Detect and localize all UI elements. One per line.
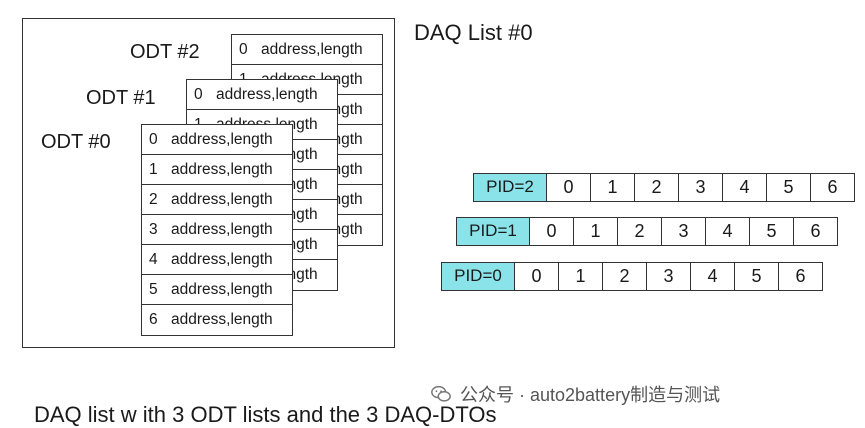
odt-0-label: ODT #0 bbox=[41, 131, 111, 153]
caption: DAQ list w ith 3 ODT lists and the 3 DAQ… bbox=[34, 402, 497, 427]
dto-cell: 3 bbox=[678, 174, 722, 201]
watermark: 公众号 · auto2battery制造与测试 bbox=[430, 381, 720, 407]
dto-cell: 4 bbox=[690, 263, 734, 290]
odt-1-label: ODT #1 bbox=[86, 87, 156, 109]
dto-cell: 2 bbox=[617, 218, 661, 245]
dto-cell: 1 bbox=[558, 263, 602, 290]
dto-cell: 4 bbox=[705, 218, 749, 245]
dto-cell: 0 bbox=[514, 263, 558, 290]
dto-cell: 2 bbox=[634, 174, 678, 201]
dto-cell: 5 bbox=[749, 218, 793, 245]
dto-cell: 5 bbox=[734, 263, 778, 290]
dto-pid-2: PID=2 0 1 2 3 4 5 6 bbox=[473, 173, 855, 202]
dto-cell: 2 bbox=[602, 263, 646, 290]
daq-list-title: DAQ List #0 bbox=[414, 20, 533, 45]
pid-1-label: PID=1 bbox=[457, 218, 529, 245]
odt-2-label: ODT #2 bbox=[130, 41, 200, 63]
dto-cell: 5 bbox=[766, 174, 810, 201]
dto-pid-1: PID=1 0 1 2 3 4 5 6 bbox=[456, 217, 838, 246]
dto-cell: 6 bbox=[778, 263, 822, 290]
dto-pid-0: PID=0 0 1 2 3 4 5 6 bbox=[441, 262, 823, 291]
dto-cell: 0 bbox=[546, 174, 590, 201]
pid-2-label: PID=2 bbox=[474, 174, 546, 201]
dto-cell: 4 bbox=[722, 174, 766, 201]
dto-cell: 1 bbox=[573, 218, 617, 245]
dto-cell: 0 bbox=[529, 218, 573, 245]
wechat-icon bbox=[431, 385, 451, 402]
dto-cell: 3 bbox=[661, 218, 705, 245]
daq-list-frame bbox=[22, 18, 395, 348]
dto-cell: 6 bbox=[793, 218, 837, 245]
watermark-text: 公众号 · auto2battery制造与测试 bbox=[460, 385, 721, 405]
pid-0-label: PID=0 bbox=[442, 263, 514, 290]
dto-cell: 6 bbox=[810, 174, 854, 201]
dto-cell: 1 bbox=[590, 174, 634, 201]
dto-cell: 3 bbox=[646, 263, 690, 290]
